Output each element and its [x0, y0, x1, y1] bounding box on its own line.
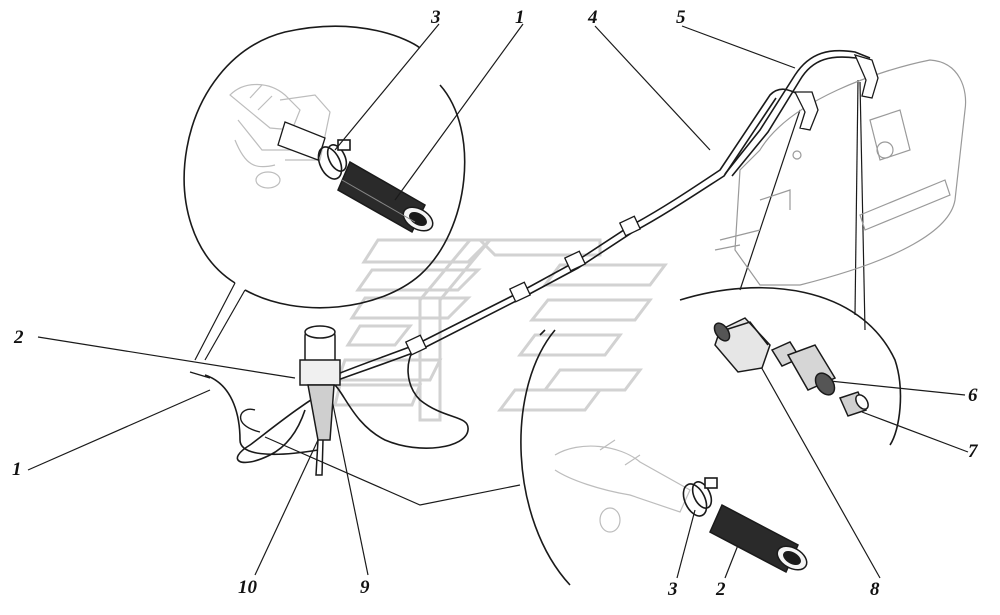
watermark-logo	[333, 238, 668, 422]
leader-lines	[27, 23, 969, 579]
fuel-filter	[299, 325, 341, 476]
callout-7: 7	[968, 441, 978, 462]
callout-6: 6	[968, 385, 978, 406]
callout-3-top: 3	[431, 7, 441, 28]
tank-fittings	[793, 53, 879, 131]
union-nut	[713, 317, 771, 373]
clamp-bottom	[682, 477, 718, 517]
sleeve	[838, 391, 869, 417]
drain-ends	[189, 371, 261, 433]
pipe-sketch-bottom	[554, 439, 691, 533]
callout-9: 9	[360, 577, 370, 598]
callout-2-left: 2	[14, 327, 24, 348]
callout-2-bottom: 2	[716, 579, 726, 600]
hose-top	[337, 160, 434, 234]
callout-3-bottom: 3	[668, 579, 678, 600]
callout-5: 5	[676, 7, 686, 28]
callout-1-left: 1	[12, 459, 22, 480]
bottom-bracket	[264, 436, 521, 506]
callout-4: 4	[588, 7, 598, 28]
clamp-top	[317, 139, 351, 180]
detail-circle-top	[183, 25, 466, 309]
line-clips	[404, 215, 642, 356]
fuel-tank-sketch	[714, 59, 967, 286]
fuel-lines	[204, 49, 871, 464]
union-body	[770, 341, 837, 396]
callout-10: 10	[238, 577, 257, 598]
callout-8: 8	[870, 579, 880, 600]
hose-bottom	[709, 503, 808, 574]
callout-1-top: 1	[515, 7, 525, 28]
detail-circle-bottom	[520, 286, 902, 586]
